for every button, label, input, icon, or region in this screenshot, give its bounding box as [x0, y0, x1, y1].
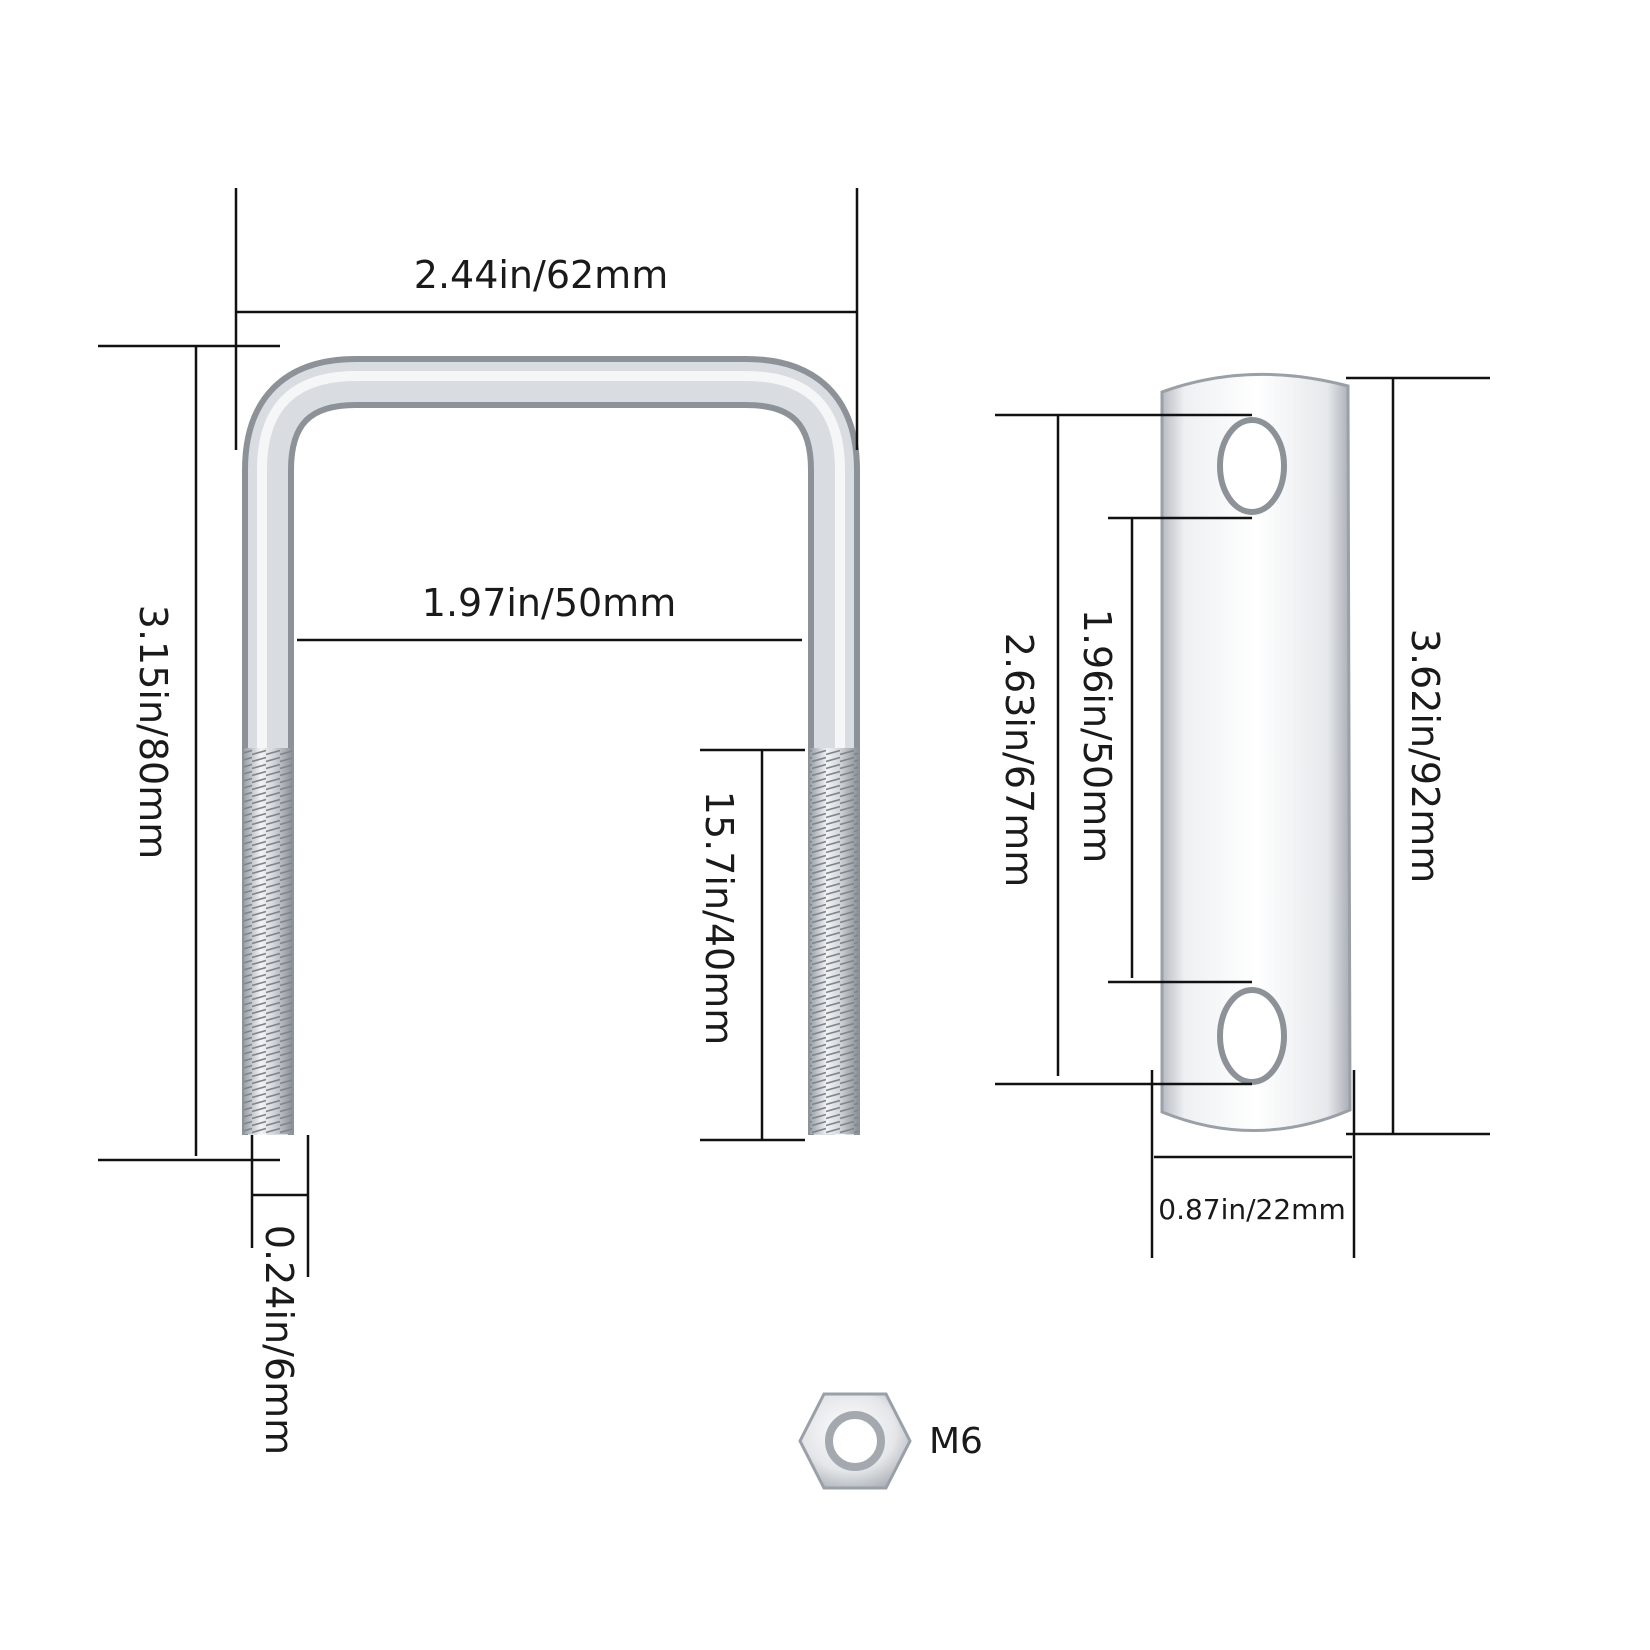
plate-hole-span-label: 2.63in/67mm [997, 633, 1041, 887]
u-bolt-highlight [248, 362, 854, 1135]
hex-nut [798, 1392, 912, 1490]
right-thread-ridges [810, 748, 858, 1134]
plate-body [1160, 372, 1352, 1132]
u-bolt-shine [257, 371, 845, 1135]
u-bolt [242, 356, 860, 1135]
plate-dimension-lines [995, 376, 1490, 1258]
left-thread-ridges [244, 748, 292, 1134]
u-bolt-dimension-lines [98, 188, 859, 1277]
plate-length-label: 3.62in/92mm [1403, 629, 1447, 883]
nut-size-label: M6 [929, 1421, 983, 1462]
plate-top-hole [1217, 417, 1287, 515]
ubolt-total-width-label: 2.44in/62mm [414, 253, 668, 297]
ubolt-inner-width-label: 1.97in/50mm [422, 581, 676, 625]
backing-plate [1160, 372, 1352, 1132]
hex-nut-hole [825, 1411, 885, 1471]
plate-bottom-hole [1217, 987, 1287, 1085]
thread-length-label: 15.7in/40mm [697, 791, 741, 1045]
ubolt-height-label: 3.15in/80mm [131, 605, 175, 859]
plate-width-label: 0.87in/22mm [1158, 1193, 1345, 1226]
u-bolt-body [242, 356, 860, 1135]
rod-diameter-label: 0.24in/6mm [257, 1225, 301, 1455]
plate-hole-inner-label: 1.96in/50mm [1075, 609, 1119, 863]
